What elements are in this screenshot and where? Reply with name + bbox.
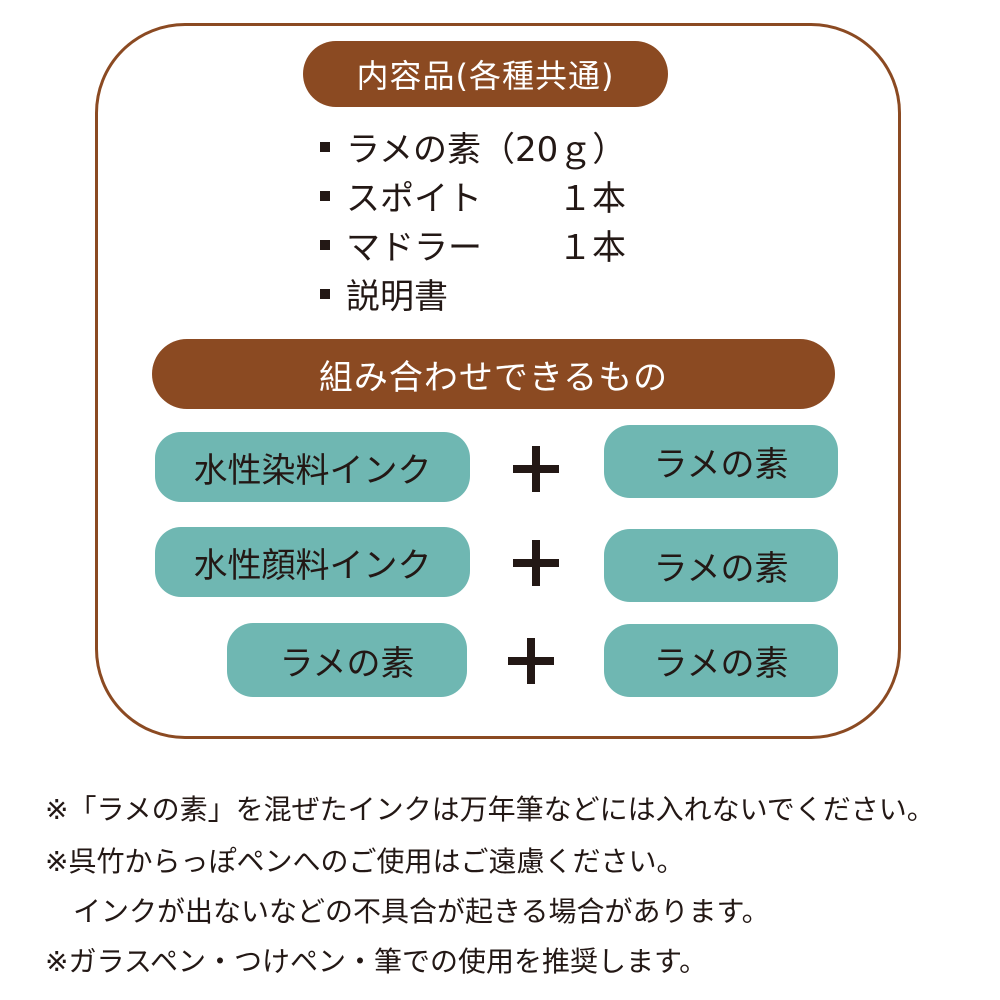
item-name: 説明書 bbox=[346, 277, 448, 317]
bullet-icon bbox=[320, 141, 330, 152]
bullet-icon bbox=[320, 190, 330, 201]
list-item: 説明書 bbox=[320, 269, 626, 318]
list-item: ラメの素（ 20ｇ） bbox=[320, 122, 626, 171]
bullet-icon bbox=[320, 239, 330, 250]
plus-icon bbox=[513, 540, 559, 586]
combo-right-pill: ラメの素 bbox=[604, 624, 838, 697]
note-line: インクが出ないなどの不具合が起きる場合があります。 bbox=[45, 895, 770, 928]
combo-right-pill: ラメの素 bbox=[604, 425, 838, 498]
list-item: マドラー １本 bbox=[320, 220, 626, 269]
plus-icon bbox=[508, 638, 554, 684]
combinations-title: 組み合わせできるもの bbox=[152, 339, 835, 409]
combo-left-pill: 水性顔料インク bbox=[155, 527, 470, 597]
list-item: スポイト １本 bbox=[320, 171, 626, 220]
combo-right-pill: ラメの素 bbox=[604, 529, 838, 602]
item-quantity: １本 bbox=[558, 228, 626, 268]
contents-title: 内容品(各種共通) bbox=[303, 41, 668, 107]
plus-icon bbox=[513, 446, 559, 492]
content-frame bbox=[95, 23, 901, 739]
note-line: ※呉竹からっぽペンへのご使用はご遠慮ください。 bbox=[45, 845, 685, 878]
item-name: マドラー bbox=[346, 228, 482, 268]
contents-list: ラメの素（ 20ｇ） スポイト １本 マドラー １本 説明書 bbox=[320, 122, 626, 318]
note-line: ※「ラメの素」を混ぜたインクは万年筆などには入れないでください。 bbox=[45, 793, 935, 826]
combo-left-pill: 水性染料インク bbox=[155, 432, 470, 502]
bullet-icon bbox=[320, 288, 330, 299]
combo-left-pill: ラメの素 bbox=[227, 623, 467, 697]
item-quantity: １本 bbox=[558, 179, 626, 219]
item-name: ラメの素（ bbox=[346, 130, 515, 170]
item-name: スポイト bbox=[346, 179, 482, 219]
item-quantity: 20ｇ） bbox=[514, 130, 627, 170]
note-line: ※ガラスペン・つけペン・筆での使用を推奨します。 bbox=[45, 945, 708, 978]
